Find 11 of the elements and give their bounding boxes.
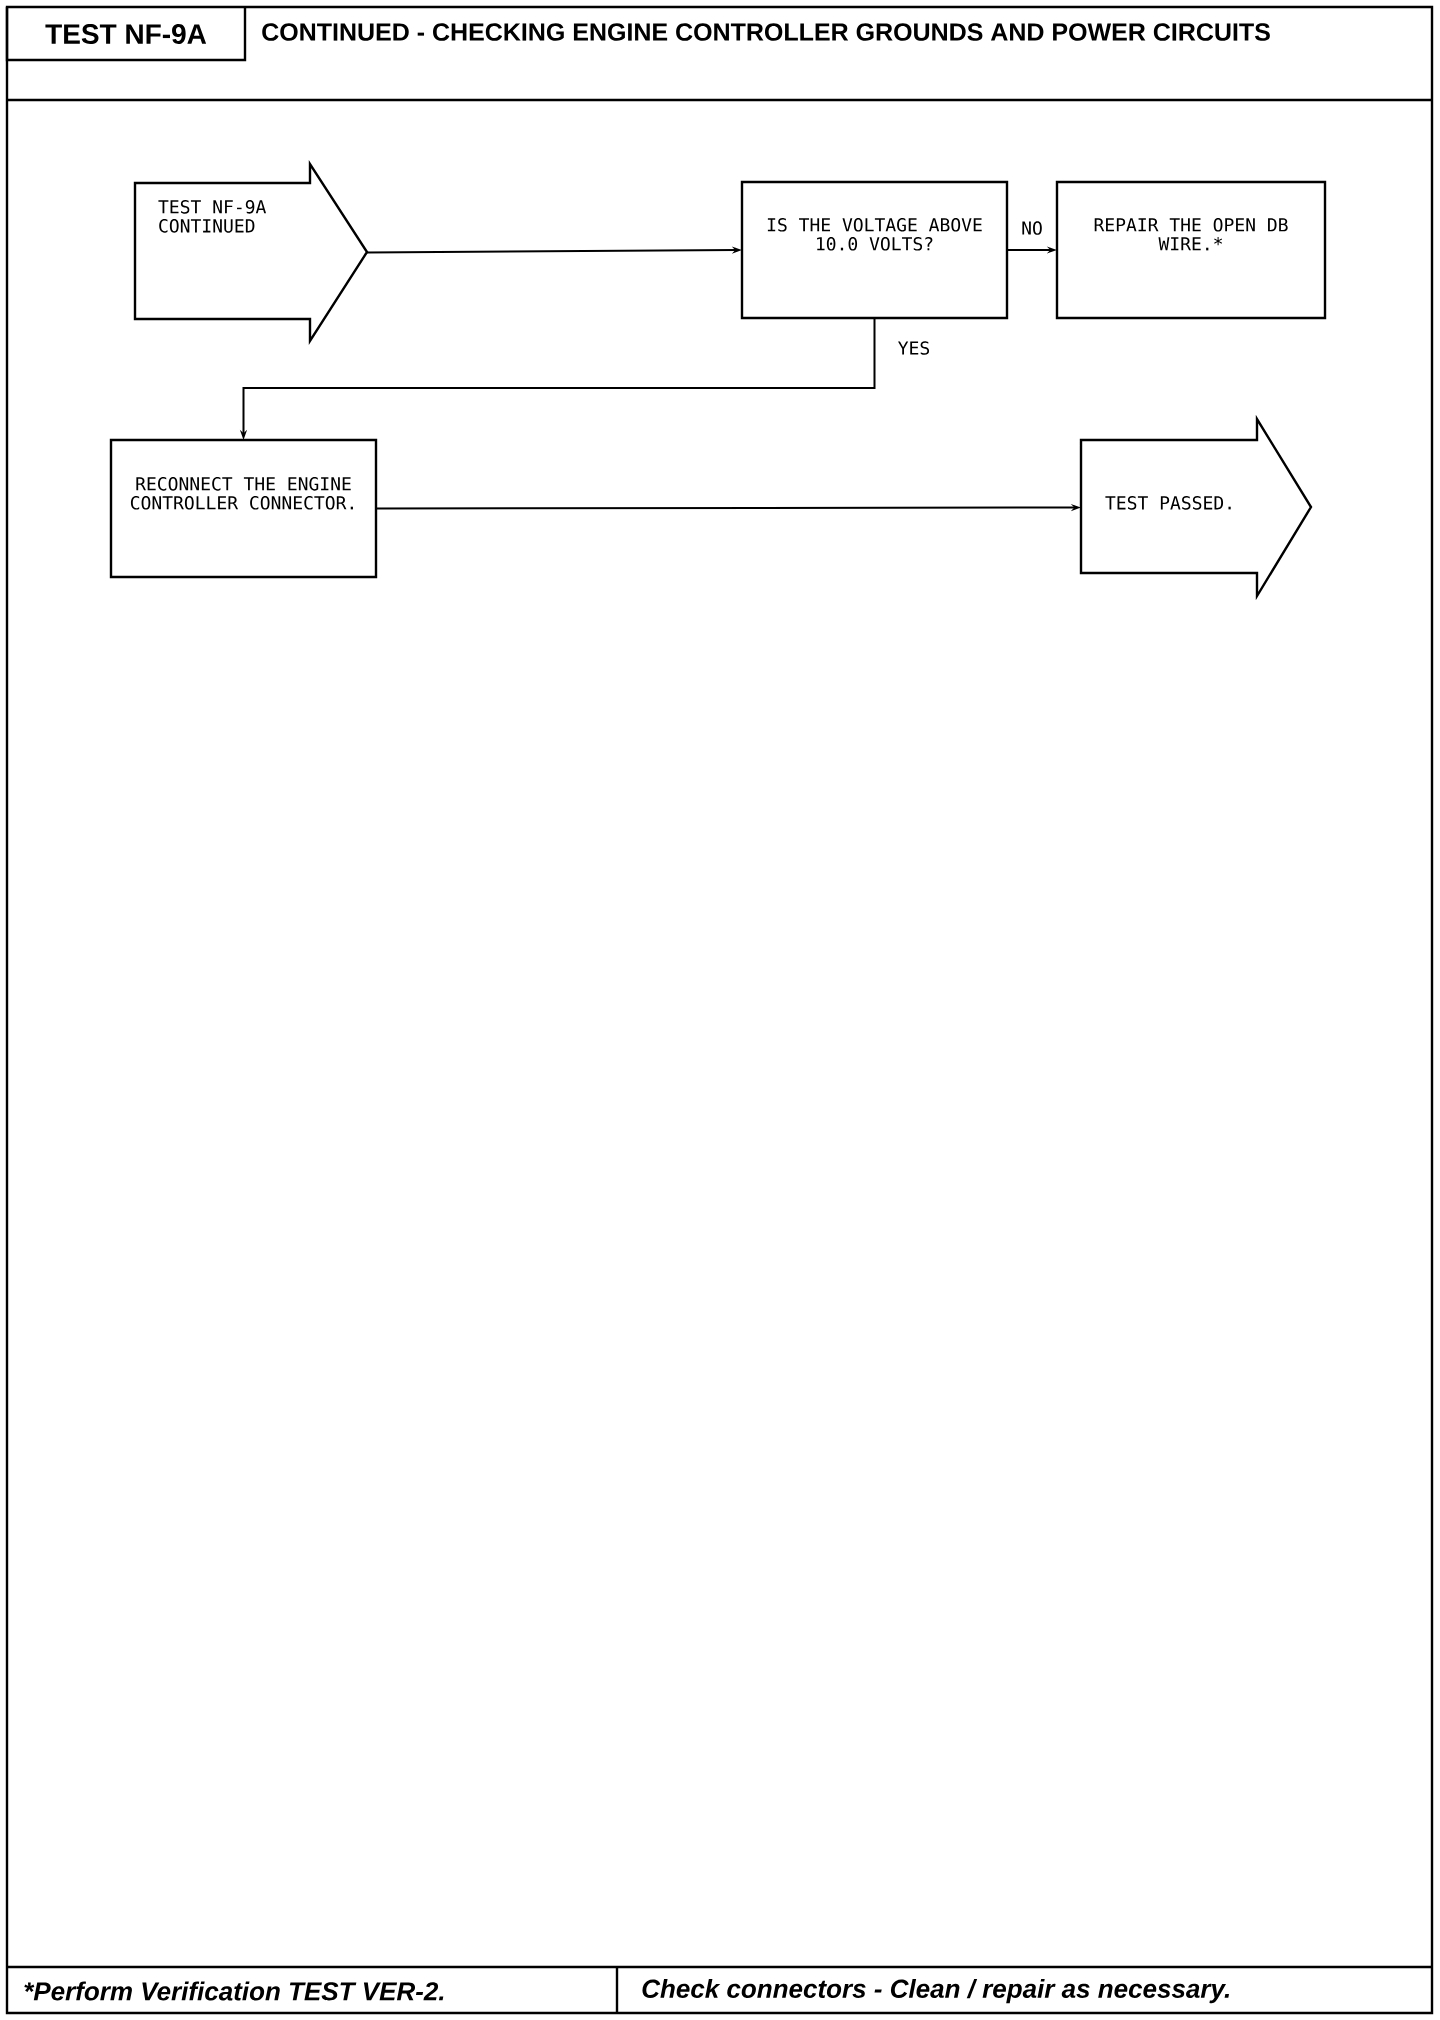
note: Check connectors - Clean / repair as necessary. [642, 1978, 1229, 2004]
process-box: REPAIR THE OPEN DB WIRE.* [1055, 180, 1327, 320]
edge-label: NO [1022, 221, 1042, 235]
page-title: CONTINUED - CHECKING ENGINE CONTROLLER GROUNDS AND POWER CIRCUITS [262, 23, 1270, 41]
arrow-shape-box: TEST PASSED. [1079, 414, 1313, 601]
process-box: IS THE VOLTAGE ABOVE 10.0 VOLTS? [740, 180, 1009, 320]
test-id: TEST NF-9A [45, 24, 207, 44]
arrow-shape-box: TEST NF-9A CONTINUED [133, 159, 369, 346]
edge-label: YES [898, 341, 930, 355]
process-box: RECONNECT THE ENGINE CONTROLLER CONNECTOR. [109, 438, 378, 579]
footnote: *Perform Verification TEST VER-2. [24, 1981, 444, 2001]
